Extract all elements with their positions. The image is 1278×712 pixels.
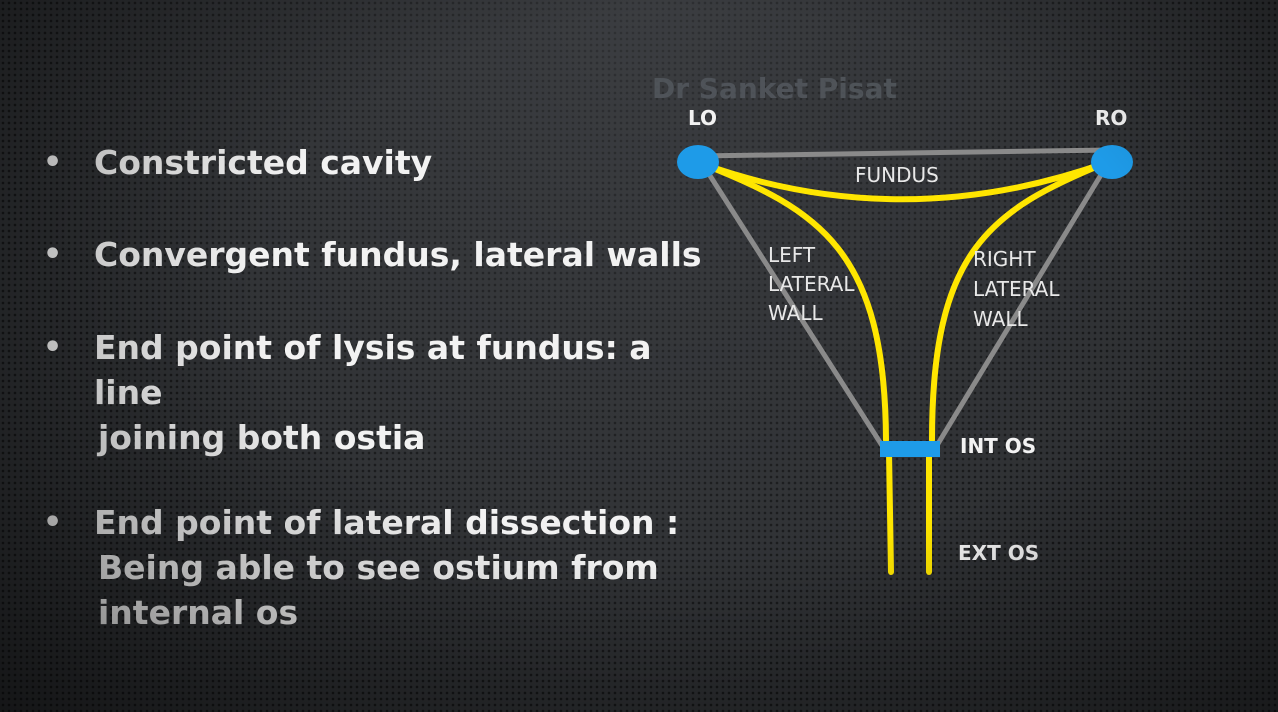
left-ostium-marker <box>677 145 719 179</box>
right-ostium-marker <box>1091 145 1133 179</box>
label-right-wall-line2: LATERAL <box>973 277 1060 301</box>
label-internal-os: INT OS <box>960 434 1036 458</box>
label-external-os: EXT OS <box>958 541 1039 565</box>
ostia-connecting-line <box>697 147 1111 159</box>
internal-os-marker <box>880 441 940 457</box>
watermark-text: Dr Sanket Pisat <box>652 72 897 105</box>
label-left-wall-line3: WALL <box>768 301 824 325</box>
cervical-canal-left <box>886 449 894 575</box>
label-right-wall-line3: WALL <box>973 307 1029 331</box>
label-fundus: FUNDUS <box>855 163 939 187</box>
label-left-wall-line2: LATERAL <box>768 272 855 296</box>
label-left-wall-line1: LEFT <box>768 243 816 267</box>
label-right-ostium: RO <box>1095 106 1127 130</box>
label-right-wall-line1: RIGHT <box>973 247 1036 271</box>
label-left-ostium: LO <box>688 106 717 130</box>
